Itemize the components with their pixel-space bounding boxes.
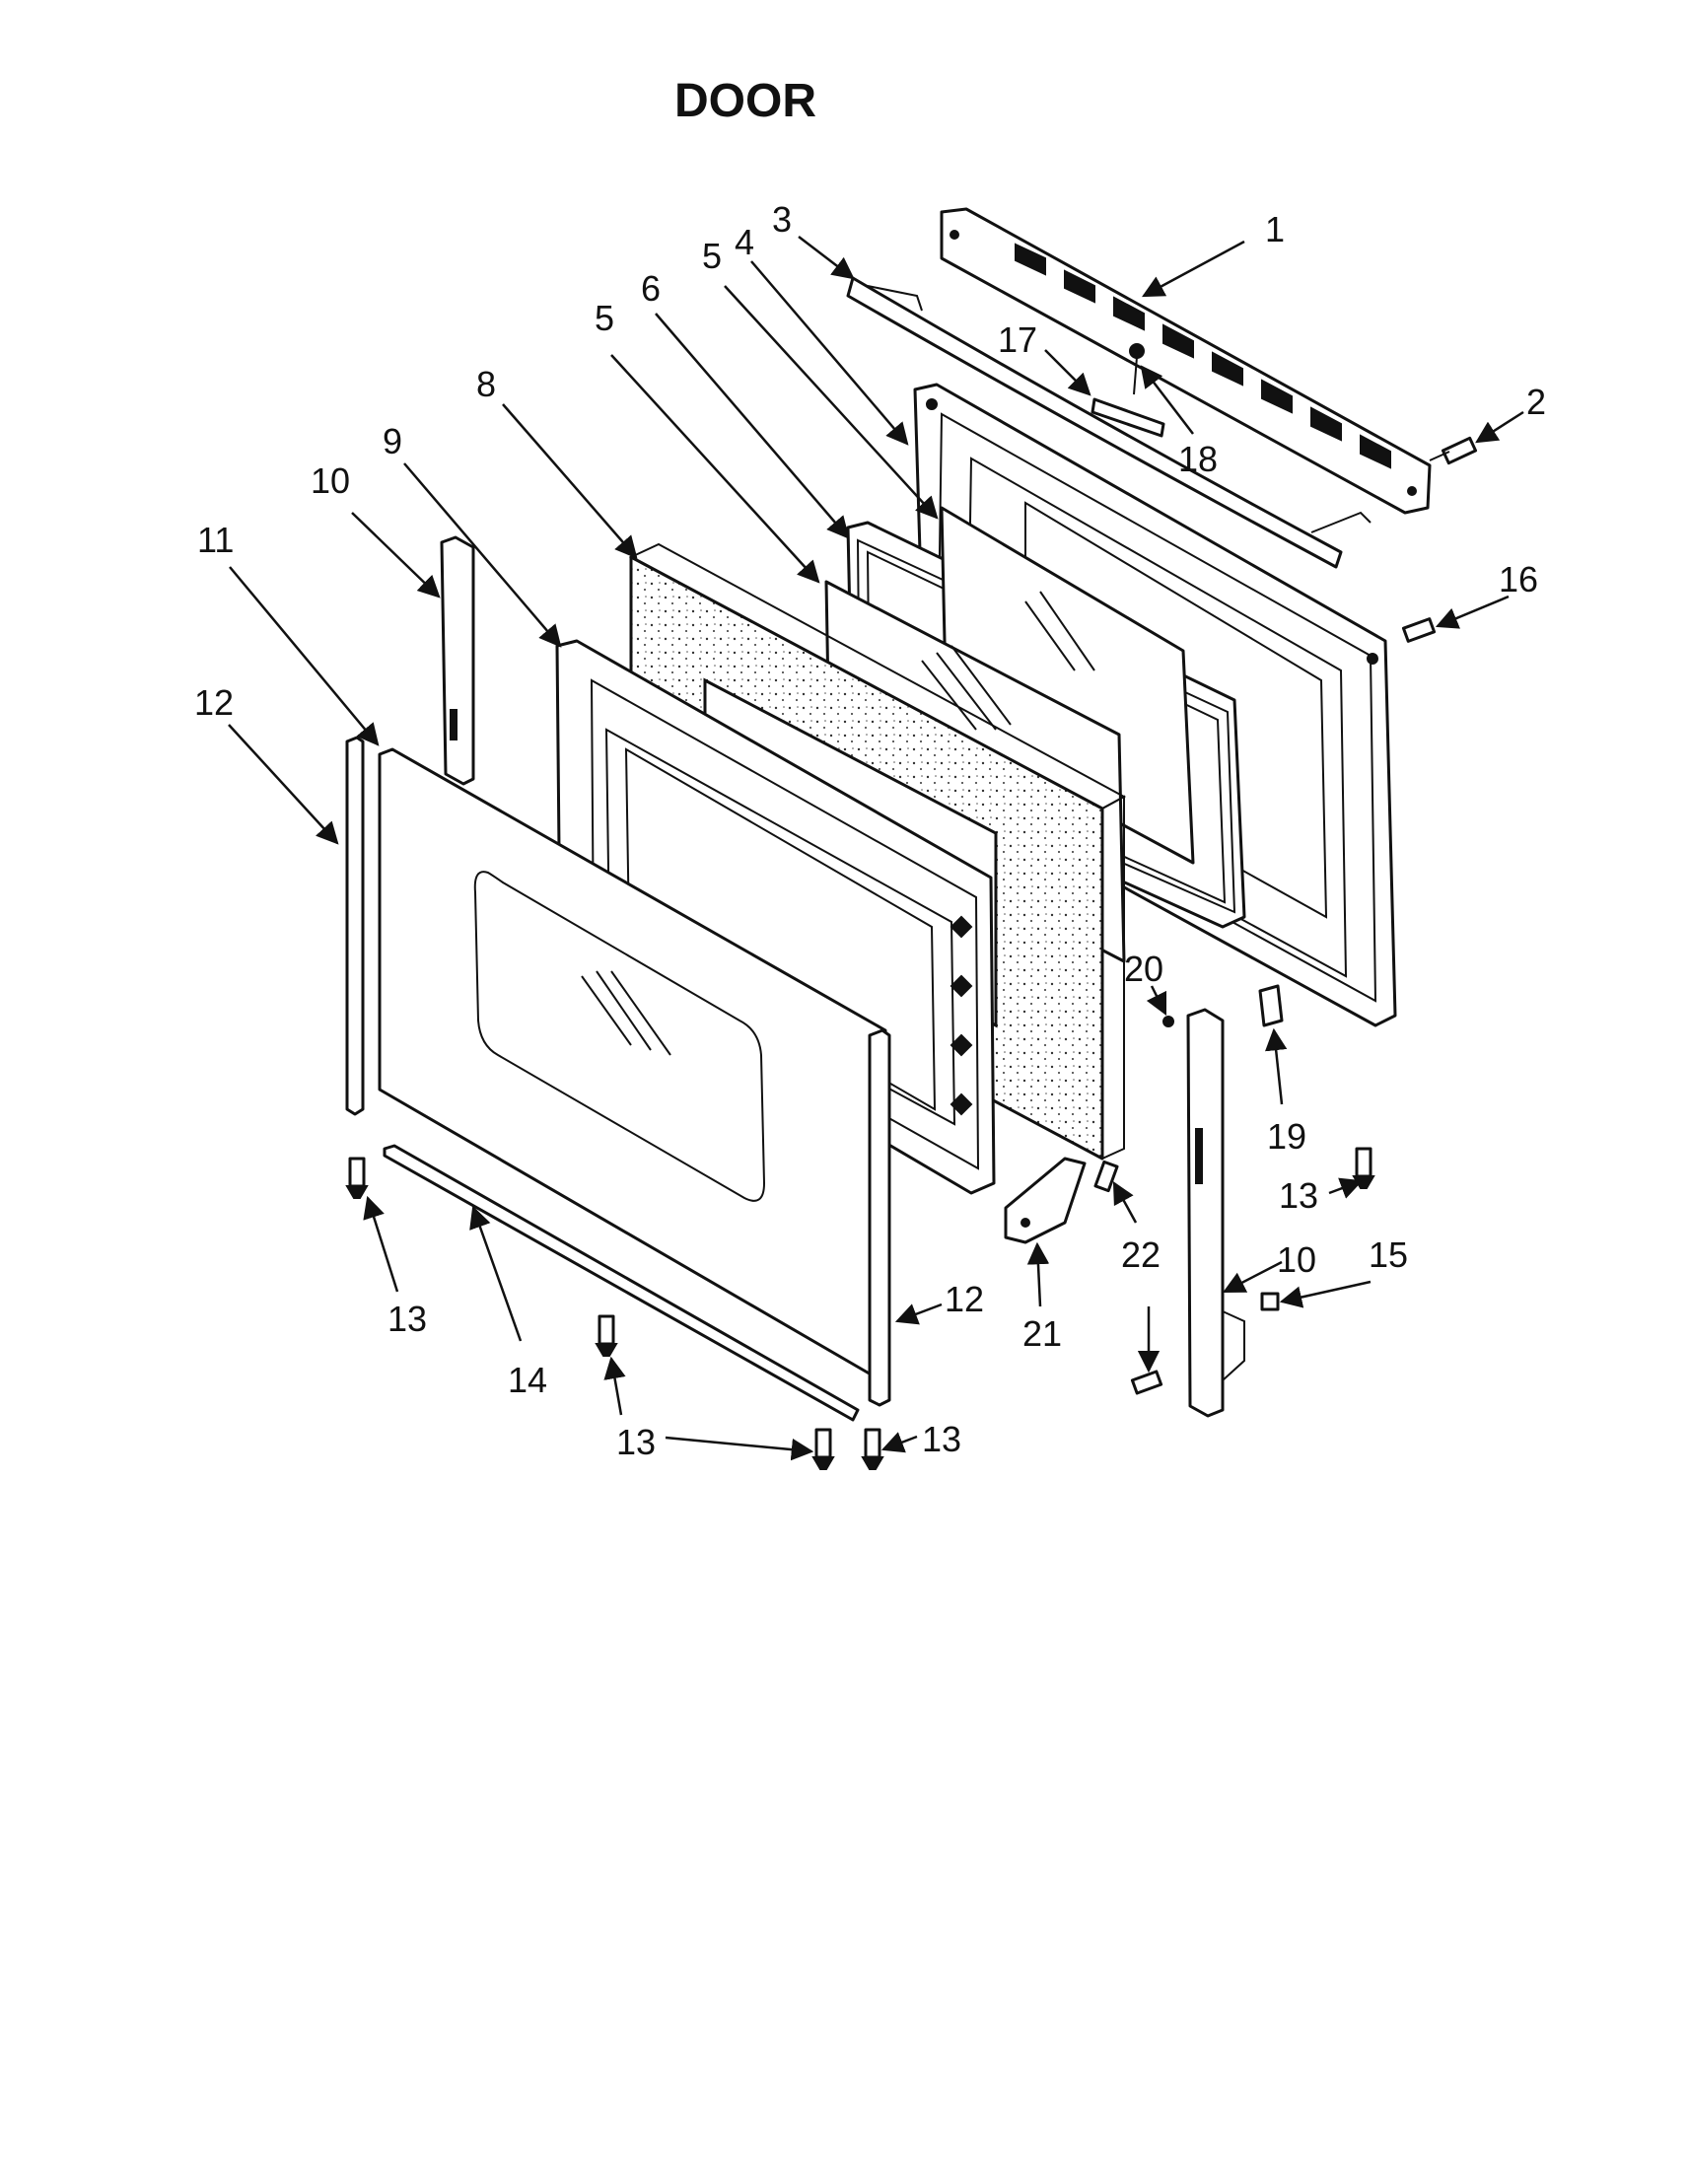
- callout-13: 13: [1279, 1175, 1318, 1216]
- callout-16: 16: [1499, 559, 1538, 599]
- part-13-screw: [861, 1428, 884, 1470]
- callout-10: 10: [311, 460, 350, 501]
- callout-13: 13: [616, 1422, 656, 1462]
- callout-1: 1: [1265, 209, 1285, 249]
- callout-8: 8: [476, 364, 496, 404]
- callout-5: 5: [702, 236, 722, 276]
- part-17-clip: [1091, 397, 1165, 438]
- callout-17: 17: [998, 319, 1037, 360]
- part-10-hinge-channel-right: [1186, 1008, 1245, 1418]
- callout-13: 13: [387, 1299, 427, 1339]
- callout-5: 5: [595, 298, 614, 338]
- callout-21: 21: [1022, 1313, 1062, 1354]
- part-12-side-trim-right: [868, 1028, 891, 1407]
- callout-20: 20: [1124, 949, 1163, 989]
- part-14-bottom-trim: [383, 1144, 860, 1422]
- part-18-screw: [1129, 343, 1145, 395]
- part-15-clip: [1260, 1292, 1280, 1311]
- callout-labels: 1 2 3 4 5 6 5 8 9 10 11 12 13 14 13 13 1…: [194, 199, 1546, 1462]
- callout-14: 14: [508, 1360, 547, 1400]
- part-16-screw: [1401, 617, 1437, 643]
- part-19-clip: [1258, 984, 1284, 1027]
- part-12-side-trim-left: [345, 736, 365, 1116]
- callout-18: 18: [1178, 439, 1218, 479]
- callout-2: 2: [1526, 382, 1546, 422]
- part-22-screw: [1130, 1370, 1163, 1395]
- part-21-hinge-bracket: [1004, 1157, 1087, 1244]
- diagram-title: DOOR: [674, 75, 816, 127]
- part-13-screw: [345, 1157, 369, 1199]
- callout-9: 9: [383, 421, 402, 461]
- callout-15: 15: [1369, 1234, 1408, 1275]
- callout-4: 4: [735, 222, 754, 262]
- part-1-vent-trim: [940, 207, 1432, 515]
- callout-19: 19: [1267, 1116, 1306, 1157]
- leader-lines: [228, 236, 1524, 1461]
- callout-6: 6: [641, 268, 661, 309]
- callout-3: 3: [772, 199, 792, 240]
- part-22-screw: [1093, 1160, 1119, 1193]
- callout-22: 22: [1121, 1234, 1161, 1275]
- part-2-screw: [1429, 436, 1478, 465]
- callout-11: 11: [197, 520, 234, 560]
- callout-12: 12: [194, 682, 234, 723]
- part-10-hinge-channel-left: [440, 535, 475, 786]
- part-3-handle: [846, 276, 1372, 569]
- callout-12: 12: [945, 1279, 984, 1319]
- part-20-screw: [1162, 1016, 1174, 1027]
- part-13-screw: [595, 1314, 618, 1357]
- callout-10: 10: [1277, 1239, 1316, 1280]
- callout-13: 13: [922, 1419, 961, 1459]
- part-13-screw: [811, 1428, 835, 1470]
